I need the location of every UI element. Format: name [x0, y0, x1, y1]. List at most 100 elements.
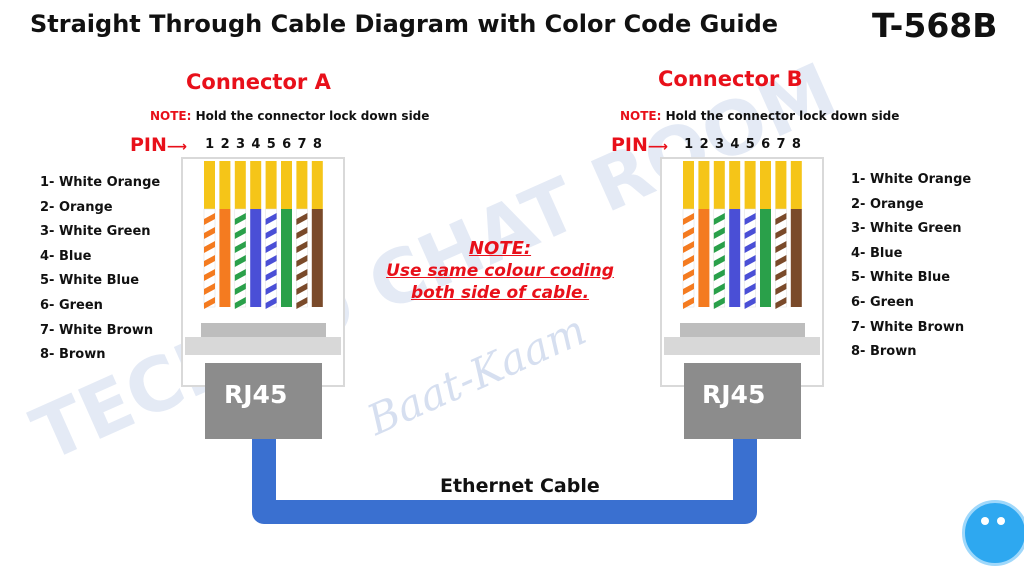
pin-number: 3 [235, 137, 245, 152]
wire [760, 209, 771, 307]
center-note-line2: both side of cable. [410, 283, 590, 303]
connector-a-note: NOTE: Hold the connector lock down side [150, 109, 429, 123]
wire-stripe [775, 213, 787, 225]
wire-stripe [234, 283, 246, 295]
wire-stripe [713, 227, 725, 239]
gold-pin [790, 161, 802, 209]
chat-bubble-icon[interactable] [962, 500, 1024, 566]
plug-boot [684, 363, 801, 439]
wire-stripe [296, 213, 308, 225]
plug-lip [185, 337, 341, 355]
wire-stripe [234, 297, 246, 309]
pin-number: 8 [791, 137, 801, 152]
wire-stripe [204, 297, 215, 309]
wire [729, 209, 741, 307]
wire-stripe [775, 269, 787, 281]
wire-stripe [265, 255, 277, 267]
wire-stripe [713, 213, 725, 225]
wire-stripe [234, 269, 246, 281]
wire-stripe [775, 227, 787, 239]
wire-color-item: 7- White Brown [851, 319, 965, 335]
pin-number: 8 [312, 137, 322, 152]
wire-stripe [775, 241, 787, 253]
gold-pin [265, 161, 277, 209]
wire-stripe [683, 227, 694, 239]
wire-stripe [713, 269, 725, 281]
center-note-heading: NOTE: [468, 238, 532, 259]
pin-label-text: PIN [130, 134, 167, 156]
wire-stripe [744, 227, 756, 239]
pin-label-text: PIN [611, 134, 648, 156]
wire-stripe [296, 283, 308, 295]
connector-a-pin-label: PIN⟶ [130, 134, 187, 156]
wire-stripe [296, 297, 308, 309]
wire-stripe [713, 283, 725, 295]
wire-stripe [744, 269, 756, 281]
gold-pin [250, 161, 262, 209]
wire-color-item: 1- White Orange [40, 175, 161, 190]
standard-label: T-568B [872, 6, 998, 45]
wire-stripe [713, 297, 725, 309]
gold-pin [713, 161, 725, 209]
wire-stripe [683, 241, 694, 253]
wire-stripe [204, 227, 215, 239]
wire-stripe [204, 213, 215, 225]
wire-stripe [204, 255, 215, 267]
wire-color-item: 3- White Green [40, 224, 151, 240]
wire-color-item: 1- White Orange [851, 172, 972, 187]
wire-stripe [683, 283, 694, 295]
connector-b-pin-label: PIN⟶ [611, 134, 668, 156]
wire-stripe [265, 227, 277, 239]
ethernet-cable-label: Ethernet Cable [440, 475, 600, 497]
wire-color-item: 6- Green [40, 297, 103, 313]
wire-stripe [296, 269, 308, 281]
plug-boot [205, 363, 322, 439]
wire-stripe [713, 255, 725, 267]
gold-pin [311, 161, 323, 209]
pin-number: 5 [745, 137, 755, 152]
wire-stripe [265, 269, 277, 281]
connector-b-note-text: Hold the connector lock down side [665, 109, 900, 123]
wire-stripe [775, 283, 787, 295]
wire-stripe [683, 213, 694, 225]
wire-stripe [683, 255, 694, 267]
connector-a-rj45-label: RJ45 [224, 380, 288, 409]
pin-number: 1 [684, 137, 694, 152]
wire-stripe [713, 241, 725, 253]
wire-stripe [265, 241, 277, 253]
wire-stripe [775, 297, 787, 309]
center-note-line1: Use same colour coding [386, 261, 614, 281]
pin-number: 4 [251, 137, 261, 152]
connector-a-plug [181, 157, 345, 439]
wire-stripe [744, 255, 756, 267]
wire [219, 209, 231, 307]
connector-a-note-text: Hold the connector lock down side [195, 109, 430, 123]
wire-stripe [204, 283, 215, 295]
pin-number: 7 [297, 137, 307, 152]
wire-color-item: 8- Brown [851, 344, 917, 360]
page-title: Straight Through Cable Diagram with Colo… [30, 10, 779, 38]
wire-color-item: 2- Orange [851, 196, 924, 212]
gold-pin [204, 161, 215, 209]
wire-color-item: 6- Green [851, 294, 914, 310]
wire-stripe [265, 283, 277, 295]
wire [250, 209, 262, 307]
wire-color-item: 2- Orange [40, 199, 113, 215]
wire [698, 209, 710, 307]
pin-number: 5 [266, 137, 276, 152]
gold-pin [729, 161, 741, 209]
wire-stripe [265, 297, 277, 309]
wire-stripe [683, 269, 694, 281]
wire-color-item: 4- Blue [851, 245, 903, 261]
pin-number: 2 [220, 137, 230, 152]
center-note: NOTE: Use same colour coding both side o… [300, 238, 700, 304]
connector-b-note-label: NOTE: [620, 109, 662, 123]
ethernet-cable [252, 430, 757, 524]
plug-collar [680, 323, 805, 337]
wire-color-item: 5- White Blue [40, 273, 140, 289]
plug-lip [664, 337, 820, 355]
pin-number: 7 [776, 137, 786, 152]
gold-pin [219, 161, 231, 209]
